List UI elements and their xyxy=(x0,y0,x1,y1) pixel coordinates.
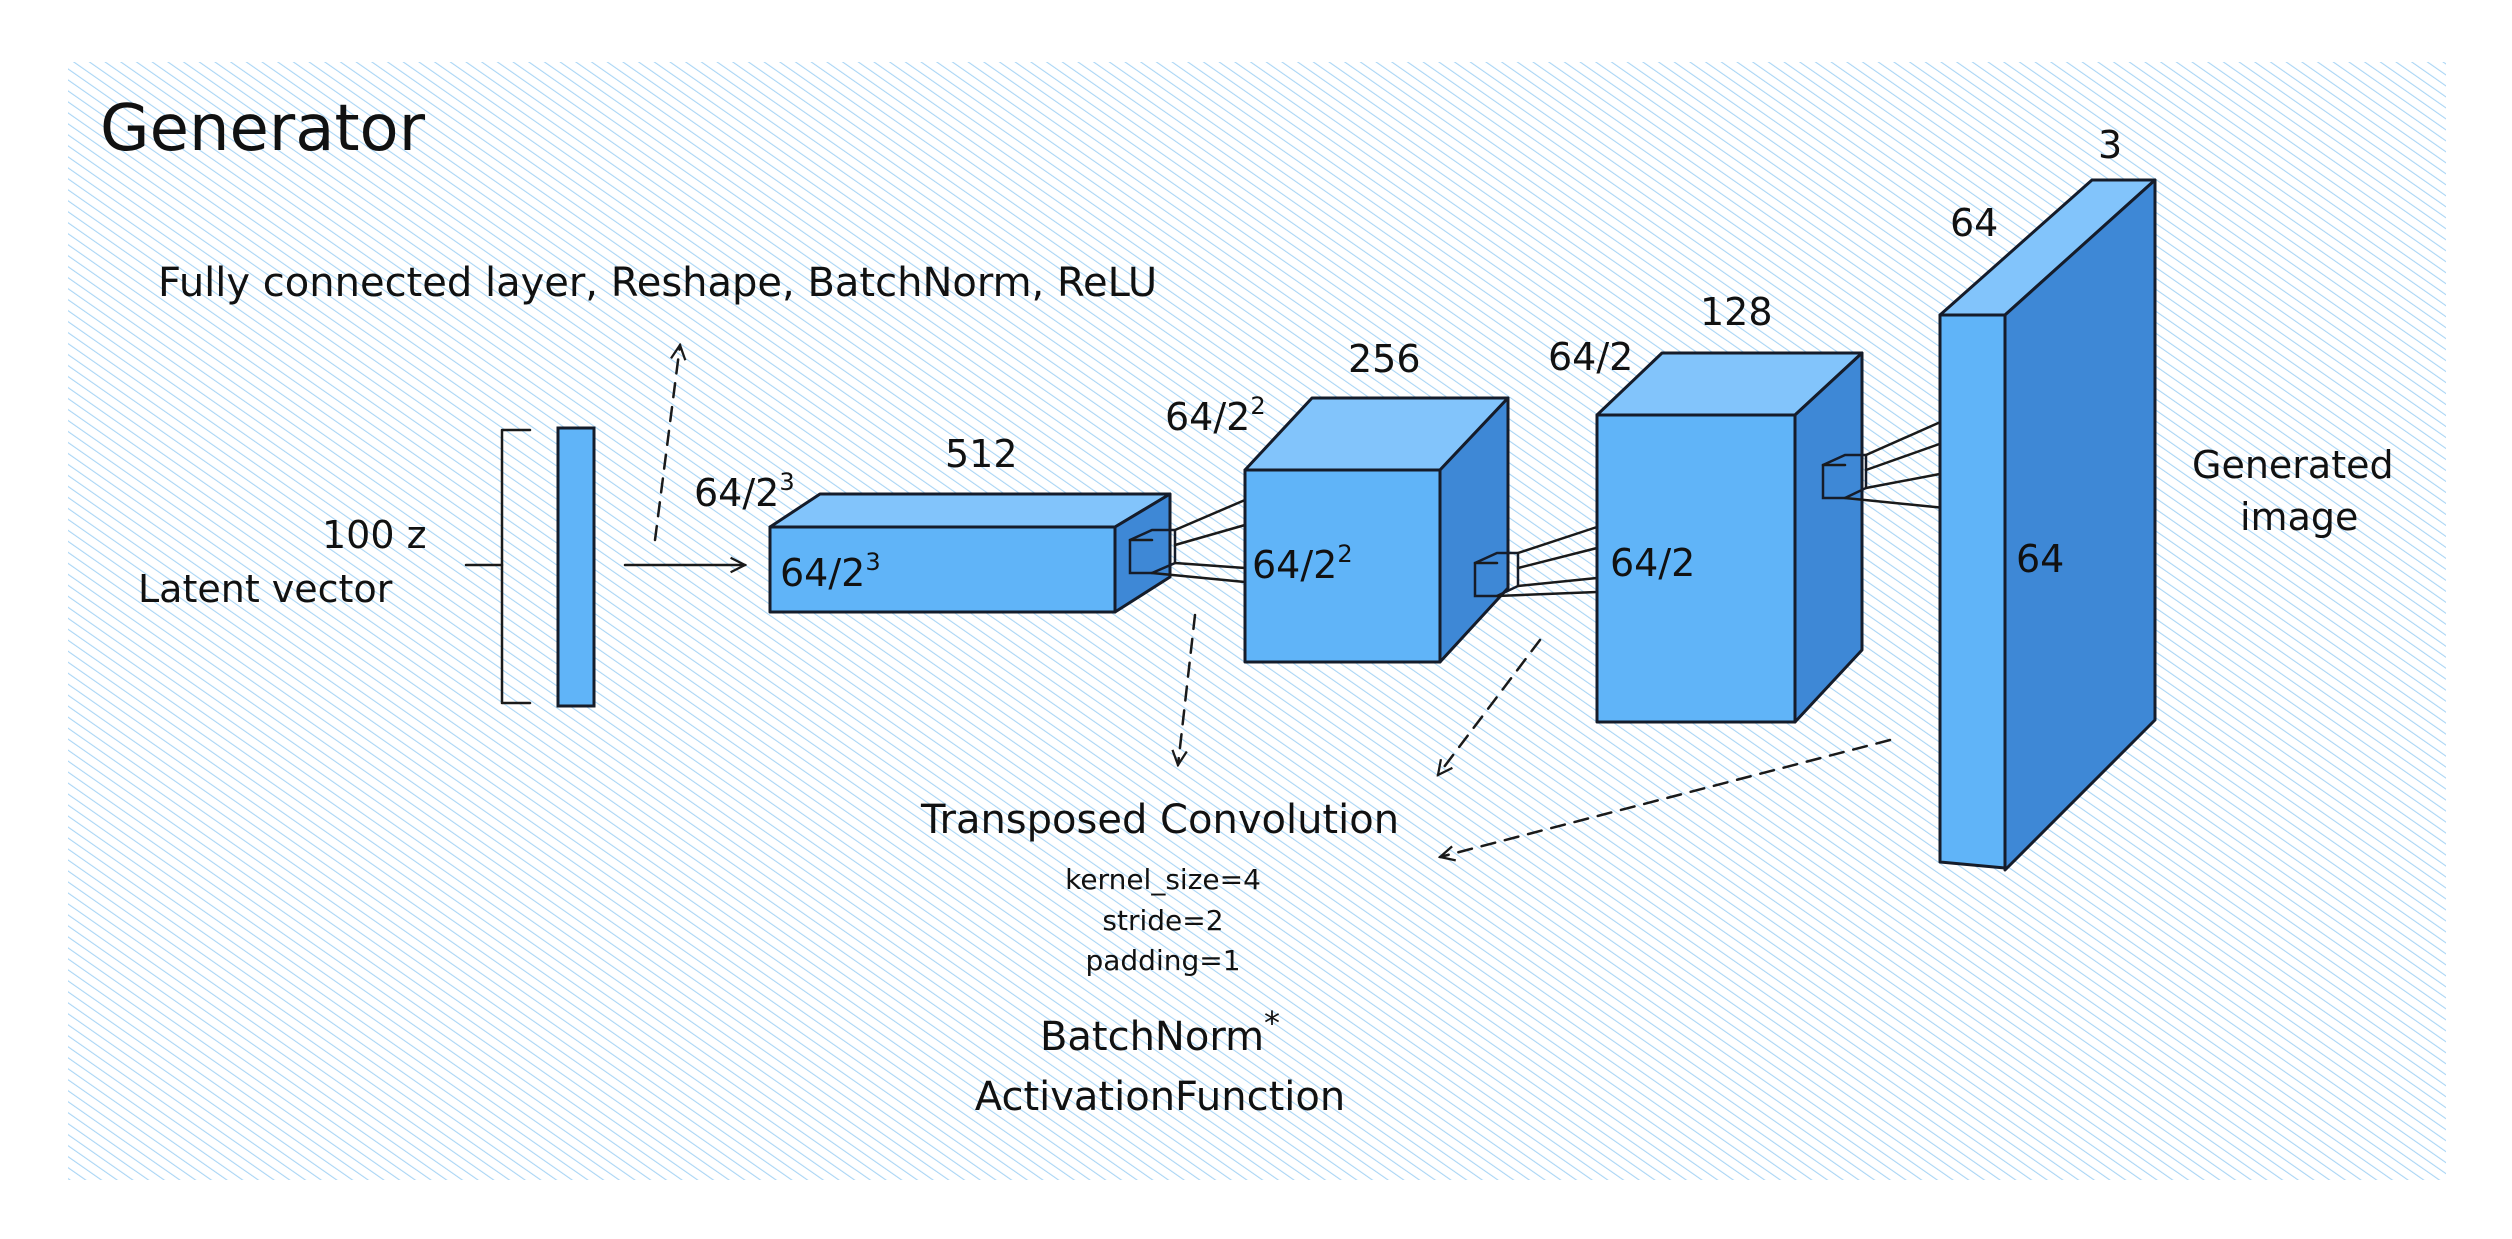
block-128-channels: 128 xyxy=(1700,290,1773,334)
conv-title: Transposed Convolution xyxy=(920,797,1399,843)
block-512-spatial-top: 64/23 xyxy=(694,468,795,515)
conv-dashed-arrow-1 xyxy=(1178,613,1197,765)
latent-vector-bar xyxy=(556,426,596,708)
fc-dashed-arrow xyxy=(653,345,680,542)
conv-dashed-arrow-3 xyxy=(1440,738,1892,857)
block-256-front xyxy=(1243,468,1442,664)
block-512: 512 64/23 64/23 xyxy=(694,432,1172,614)
kernel-2-line xyxy=(1516,546,1599,570)
latent-vector-bracket xyxy=(500,428,532,705)
post-line2: ActivationFunction xyxy=(975,1074,1345,1120)
block-output-front xyxy=(1938,313,2007,870)
kernel-1 xyxy=(1128,498,1247,584)
kernel-1-line xyxy=(1173,498,1247,532)
kernel-3-line xyxy=(1864,418,1947,457)
kernel-2-line xyxy=(1516,525,1599,555)
kernel-3-line xyxy=(1864,471,1947,490)
conv-param: stride=2 xyxy=(1102,904,1223,937)
conv-param: kernel_size=4 xyxy=(1065,863,1261,896)
block-512-top xyxy=(768,492,1172,529)
output-label-line2: image xyxy=(2240,495,2358,539)
latent-size-label: 100 z xyxy=(322,513,427,557)
block-output-spatial-top: 64 xyxy=(1950,201,1998,245)
post-line1: BatchNorm* xyxy=(1040,1004,1280,1060)
block-128-spatial-top: 64/2 xyxy=(1548,335,1633,379)
latent-name-label: Latent vector xyxy=(138,567,393,611)
block-512-channels: 512 xyxy=(945,432,1018,476)
block-256-spatial-top: 64/22 xyxy=(1165,392,1266,439)
kernel-1-line xyxy=(1173,561,1247,570)
latent-vector: 100 z Latent vector xyxy=(138,426,596,708)
conv-param: padding=1 xyxy=(1085,944,1240,977)
kernel-2 xyxy=(1473,525,1599,598)
kernel-3-line xyxy=(1843,496,1947,510)
block-512-spatial-front: 64/23 xyxy=(780,548,881,595)
kernel-3 xyxy=(1821,418,1947,510)
block-output: 3 64 64 xyxy=(1938,123,2157,872)
kernel-2-line xyxy=(1516,576,1599,588)
fc-layer-caption: Fully connected layer, Reshape, BatchNor… xyxy=(158,260,1157,306)
kernel-2-line xyxy=(1495,590,1599,598)
kernel-3-line xyxy=(1864,440,1947,472)
block-128-spatial-front: 64/2 xyxy=(1610,541,1695,585)
block-256-channels: 256 xyxy=(1348,337,1421,381)
block-output-channels: 3 xyxy=(2098,123,2122,167)
diagram-title: Generator xyxy=(100,92,426,166)
conv-dashed-arrow-2 xyxy=(1438,638,1542,775)
kernel-1-line xyxy=(1173,523,1247,547)
block-output-spatial-front: 64 xyxy=(2016,537,2064,581)
block-512-front xyxy=(768,525,1117,614)
kernel-1-line xyxy=(1150,571,1247,584)
block-128-front xyxy=(1595,413,1797,724)
output-label-line1: Generated xyxy=(2192,443,2394,487)
block-256-spatial-front: 64/22 xyxy=(1252,540,1353,587)
block-128: 128 64/2 64/2 xyxy=(1548,290,1864,724)
